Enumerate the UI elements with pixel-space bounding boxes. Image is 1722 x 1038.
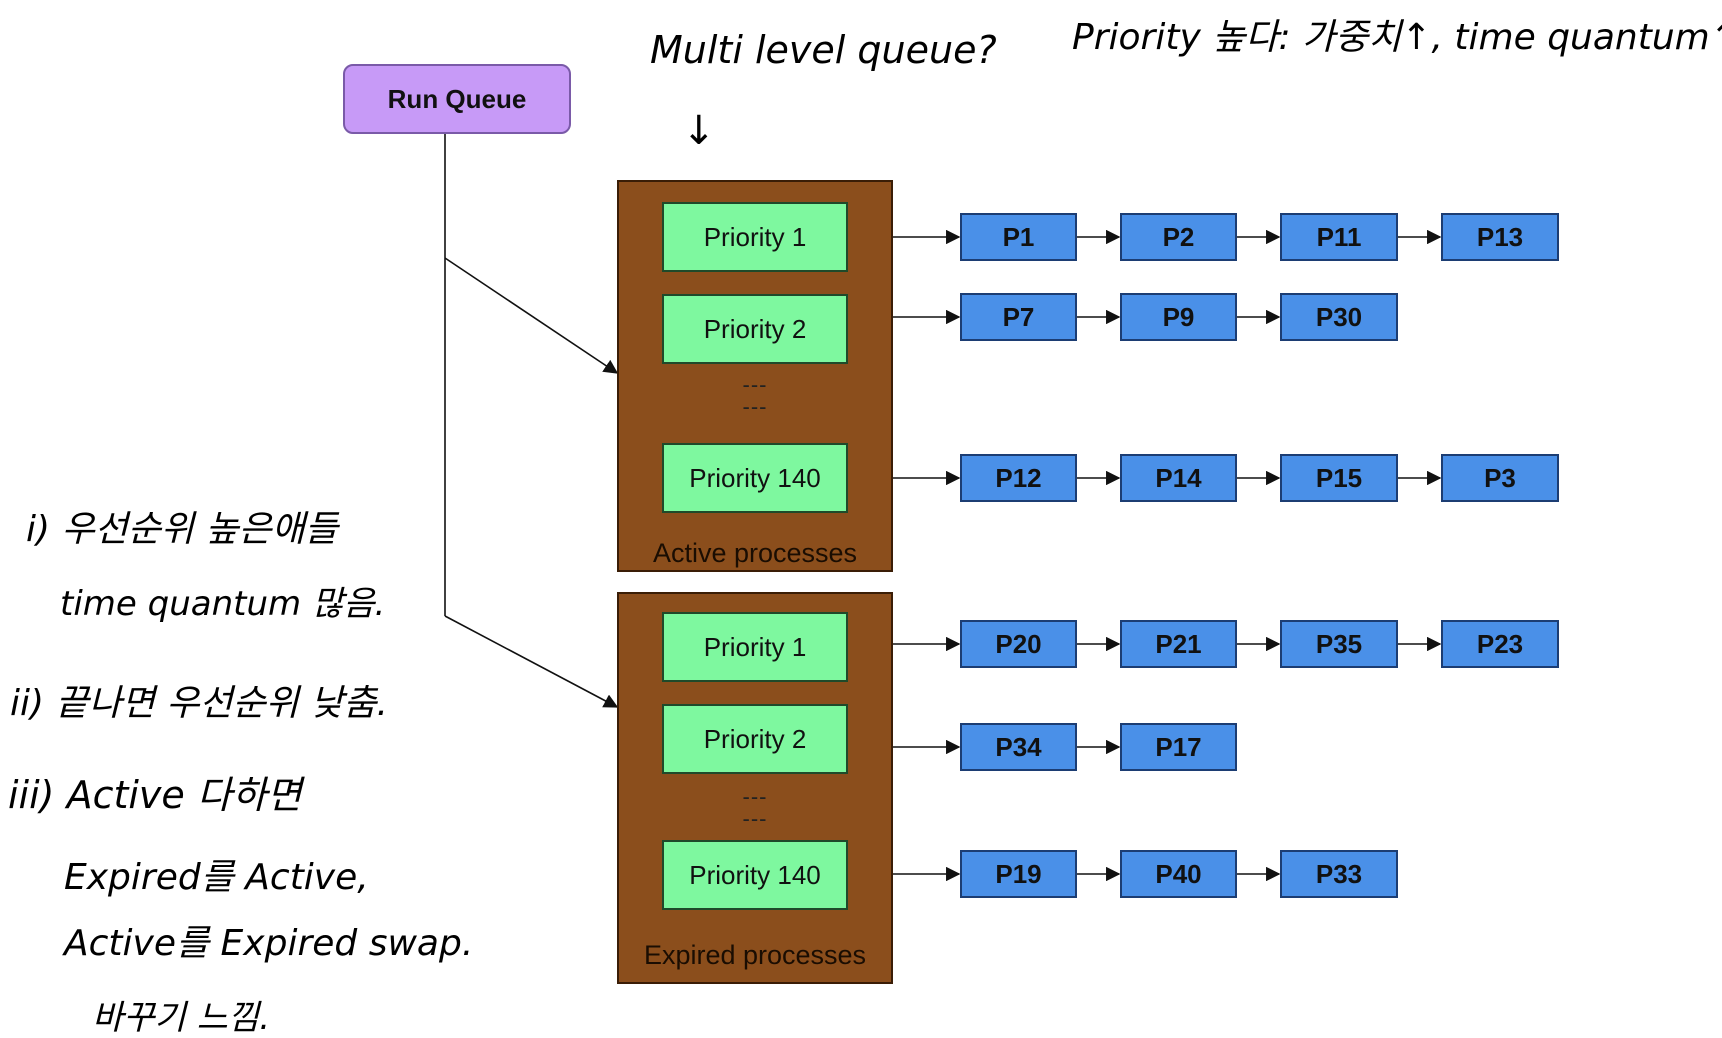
process-label: P33 (1315, 858, 1363, 889)
process-label: P17 (1155, 731, 1202, 762)
arrow-to-active (444, 257, 619, 374)
expired-priority-2: Priority 2 (662, 704, 848, 774)
process-box: P20 (960, 620, 1077, 668)
process-label: P12 (995, 462, 1042, 493)
process-label: P40 (1155, 858, 1202, 889)
arrow-to-expired (444, 615, 619, 708)
process-box: P3 (1441, 454, 1559, 502)
note-3b: Expired를 Active, (64, 857, 369, 898)
note-multilevel: Multi level queue? (650, 28, 997, 72)
priority-label: Priority 2 (703, 313, 807, 344)
run-queue-label: Run Queue (387, 83, 527, 114)
process-label: P9 (1162, 301, 1195, 332)
process-box: P33 (1280, 850, 1398, 898)
priority-label: Priority 1 (703, 631, 807, 662)
process-box: P34 (960, 723, 1077, 771)
process-box: P13 (1441, 213, 1559, 261)
priority-label: Priority 1 (703, 221, 807, 252)
process-label: P30 (1315, 301, 1363, 332)
process-label: P13 (1476, 221, 1524, 252)
expired-ellipsis-1: --- (742, 784, 768, 809)
process-box: P17 (1120, 723, 1237, 771)
process-box: P19 (960, 850, 1077, 898)
process-label: P2 (1162, 221, 1195, 252)
active-group-label: Active processes (652, 538, 858, 568)
note-3a: iii) Active 다하면 (8, 773, 302, 817)
active-priority-1: Priority 1 (662, 202, 848, 272)
process-box: P2 (1120, 213, 1237, 261)
run-queue-node: Run Queue (343, 64, 571, 134)
expired-ellipsis-2: --- (742, 806, 768, 831)
process-label: P15 (1315, 462, 1363, 493)
expired-group-label: Expired processes (643, 940, 867, 970)
process-label: P20 (995, 628, 1042, 659)
process-label: P11 (1316, 221, 1362, 252)
process-box: P40 (1120, 850, 1237, 898)
process-box: P14 (1120, 454, 1237, 502)
process-box: P12 (960, 454, 1077, 502)
process-box: P23 (1441, 620, 1559, 668)
process-label: P21 (1155, 628, 1202, 659)
process-label: P19 (995, 858, 1042, 889)
active-ellipsis-2: --- (742, 394, 768, 419)
note-3c: Active를 Expired swap. (64, 923, 474, 964)
active-priority-140: Priority 140 (662, 443, 848, 513)
process-box: P7 (960, 293, 1077, 341)
process-label: P1 (1002, 221, 1035, 252)
process-label: P3 (1484, 462, 1516, 493)
note-multilevel-arrow: ↓ (682, 108, 716, 154)
process-box: P21 (1120, 620, 1237, 668)
process-box: P35 (1280, 620, 1398, 668)
active-ellipsis-1: --- (742, 372, 768, 397)
expired-priority-140: Priority 140 (662, 840, 848, 910)
note-3d: 바꾸기 느낌. (92, 998, 271, 1038)
priority-label: Priority 2 (703, 723, 807, 754)
process-label: P7 (1002, 301, 1035, 332)
process-box: P1 (960, 213, 1077, 261)
priority-label: Priority 140 (689, 462, 821, 493)
process-box: P11 (1280, 213, 1398, 261)
process-label: P23 (1476, 628, 1524, 659)
process-box: P15 (1280, 454, 1398, 502)
note-2: ii) 끝나면 우선순위 낮춤. (10, 683, 388, 724)
note-priority: Priority 높다: 가중치↑, time quantum↑. (1072, 17, 1722, 58)
process-label: P34 (995, 731, 1042, 762)
process-box: P30 (1280, 293, 1398, 341)
process-label: P14 (1155, 462, 1202, 493)
note-1b: time quantum 많음. (60, 584, 386, 624)
process-box: P9 (1120, 293, 1237, 341)
expired-priority-1: Priority 1 (662, 612, 848, 682)
process-label: P35 (1315, 628, 1363, 659)
note-1a: i) 우선순위 높은애들 (26, 509, 338, 550)
active-priority-2: Priority 2 (662, 294, 848, 364)
priority-label: Priority 140 (689, 859, 821, 890)
